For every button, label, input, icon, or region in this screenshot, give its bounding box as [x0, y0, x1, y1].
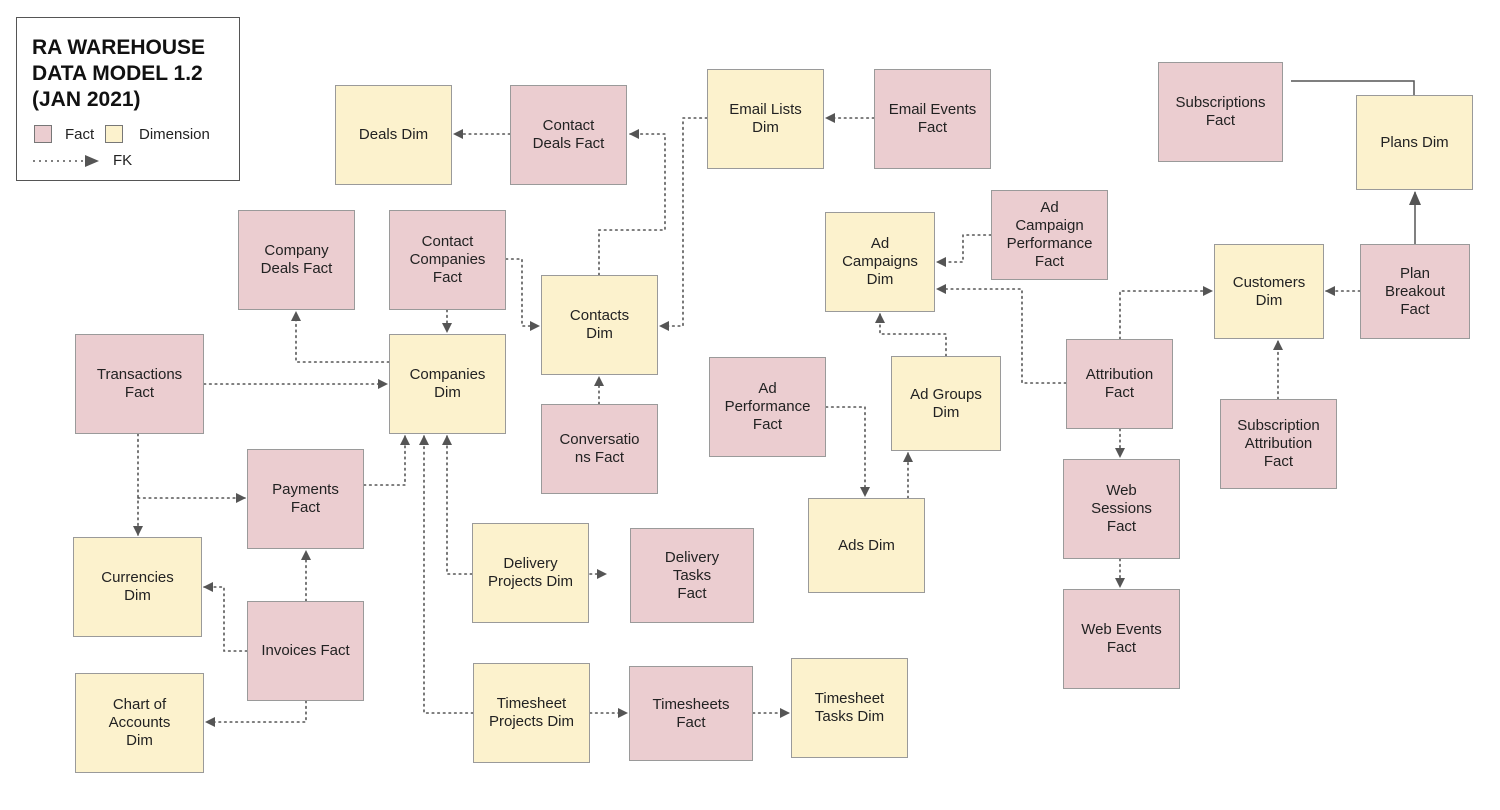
- timesheets-fact[interactable]: Timesheets Fact: [629, 666, 753, 761]
- fk-edge-timesheet_projects_dim-to-companies_dim: [419, 435, 474, 714]
- fk-edge-attribution_fact-to-customers_dim: [1119, 286, 1213, 340]
- dimension-swatch: [105, 125, 123, 143]
- web-events-fact[interactable]: Web Events Fact: [1063, 589, 1180, 689]
- fk-line-sample: [33, 155, 99, 167]
- deals-dim[interactable]: Deals Dim: [335, 85, 452, 185]
- ad-campaign-performance-fact[interactable]: Ad Campaign Performance Fact: [991, 190, 1108, 280]
- ads-dim[interactable]: Ads Dim: [808, 498, 925, 593]
- invoices-fact[interactable]: Invoices Fact: [247, 601, 364, 701]
- contact-companies-fact[interactable]: Contact Companies Fact: [389, 210, 506, 310]
- fk-edge-ad_groups_dim-to-ad_campaigns_dim: [875, 313, 947, 357]
- delivery-projects-dim[interactable]: Delivery Projects Dim: [472, 523, 589, 623]
- web-sessions-fact[interactable]: Web Sessions Fact: [1063, 459, 1180, 559]
- conversations-fact[interactable]: Conversatio ns Fact: [541, 404, 658, 494]
- delivery-tasks-fact[interactable]: Delivery Tasks Fact: [630, 528, 754, 623]
- fk-edge-delivery_projects_dim-to-companies_dim: [442, 435, 473, 575]
- transactions-fact[interactable]: Transactions Fact: [75, 334, 204, 434]
- currencies-dim[interactable]: Currencies Dim: [73, 537, 202, 637]
- fk-edge-invoices_fact-to-chart_of_accounts_dim: [205, 700, 307, 727]
- company-deals-fact[interactable]: Company Deals Fact: [238, 210, 355, 310]
- ad-groups-dim[interactable]: Ad Groups Dim: [891, 356, 1001, 451]
- fk-edge-payments_fact-to-companies_dim: [363, 435, 410, 486]
- attribution-fact[interactable]: Attribution Fact: [1066, 339, 1173, 429]
- fk-edge-invoices_fact-to-currencies_dim: [203, 582, 248, 652]
- plan-breakout-fact[interactable]: Plan Breakout Fact: [1360, 244, 1470, 339]
- fact-legend-label: Fact: [65, 126, 95, 143]
- legend: RA WAREHOUSE DATA MODEL 1.2 (JAN 2021) F…: [16, 17, 240, 181]
- email-events-fact[interactable]: Email Events Fact: [874, 69, 991, 169]
- dimension-legend-label: Dimension: [139, 126, 210, 143]
- companies-dim[interactable]: Companies Dim: [389, 334, 506, 434]
- fk-edge-companies_dim-to-company_deals_fact: [291, 311, 390, 363]
- fk-edge-email_lists_dim-to-contacts_dim: [659, 117, 708, 331]
- fk-edge-contacts_dim-to-contact_deals_fact: [598, 129, 666, 276]
- fk-legend-label: FK: [113, 152, 133, 169]
- payments-fact[interactable]: Payments Fact: [247, 449, 364, 549]
- fk-edge-contact_companies_fact-to-contacts_dim: [505, 258, 540, 331]
- subscription-attribution-fact[interactable]: Subscription Attribution Fact: [1220, 399, 1337, 489]
- customers-dim[interactable]: Customers Dim: [1214, 244, 1324, 339]
- contact-deals-fact[interactable]: Contact Deals Fact: [510, 85, 627, 185]
- fk-edge-subscriptions_fact-to-plans_dim: [1291, 80, 1415, 95]
- fact-swatch: [34, 125, 52, 143]
- timesheet-projects-dim[interactable]: Timesheet Projects Dim: [473, 663, 590, 763]
- ad-performance-fact[interactable]: Ad Performance Fact: [709, 357, 826, 457]
- fk-edge-attribution_fact-to-ad_campaigns_dim: [936, 284, 1067, 384]
- fk-edge-ad_campaign_performance_fact-to-ad_campaigns_dim: [936, 234, 992, 267]
- contacts-dim[interactable]: Contacts Dim: [541, 275, 658, 375]
- chart-of-accounts-dim[interactable]: Chart of Accounts Dim: [75, 673, 204, 773]
- ad-campaigns-dim[interactable]: Ad Campaigns Dim: [825, 212, 935, 312]
- subscriptions-fact[interactable]: Subscriptions Fact: [1158, 62, 1283, 162]
- timesheet-tasks-dim[interactable]: Timesheet Tasks Dim: [791, 658, 908, 758]
- email-lists-dim[interactable]: Email Lists Dim: [707, 69, 824, 169]
- diagram-title: RA WAREHOUSE DATA MODEL 1.2 (JAN 2021): [32, 36, 206, 111]
- fk-edge-ad_performance_fact-to-ads_dim: [825, 406, 870, 497]
- plans-dim[interactable]: Plans Dim: [1356, 95, 1473, 190]
